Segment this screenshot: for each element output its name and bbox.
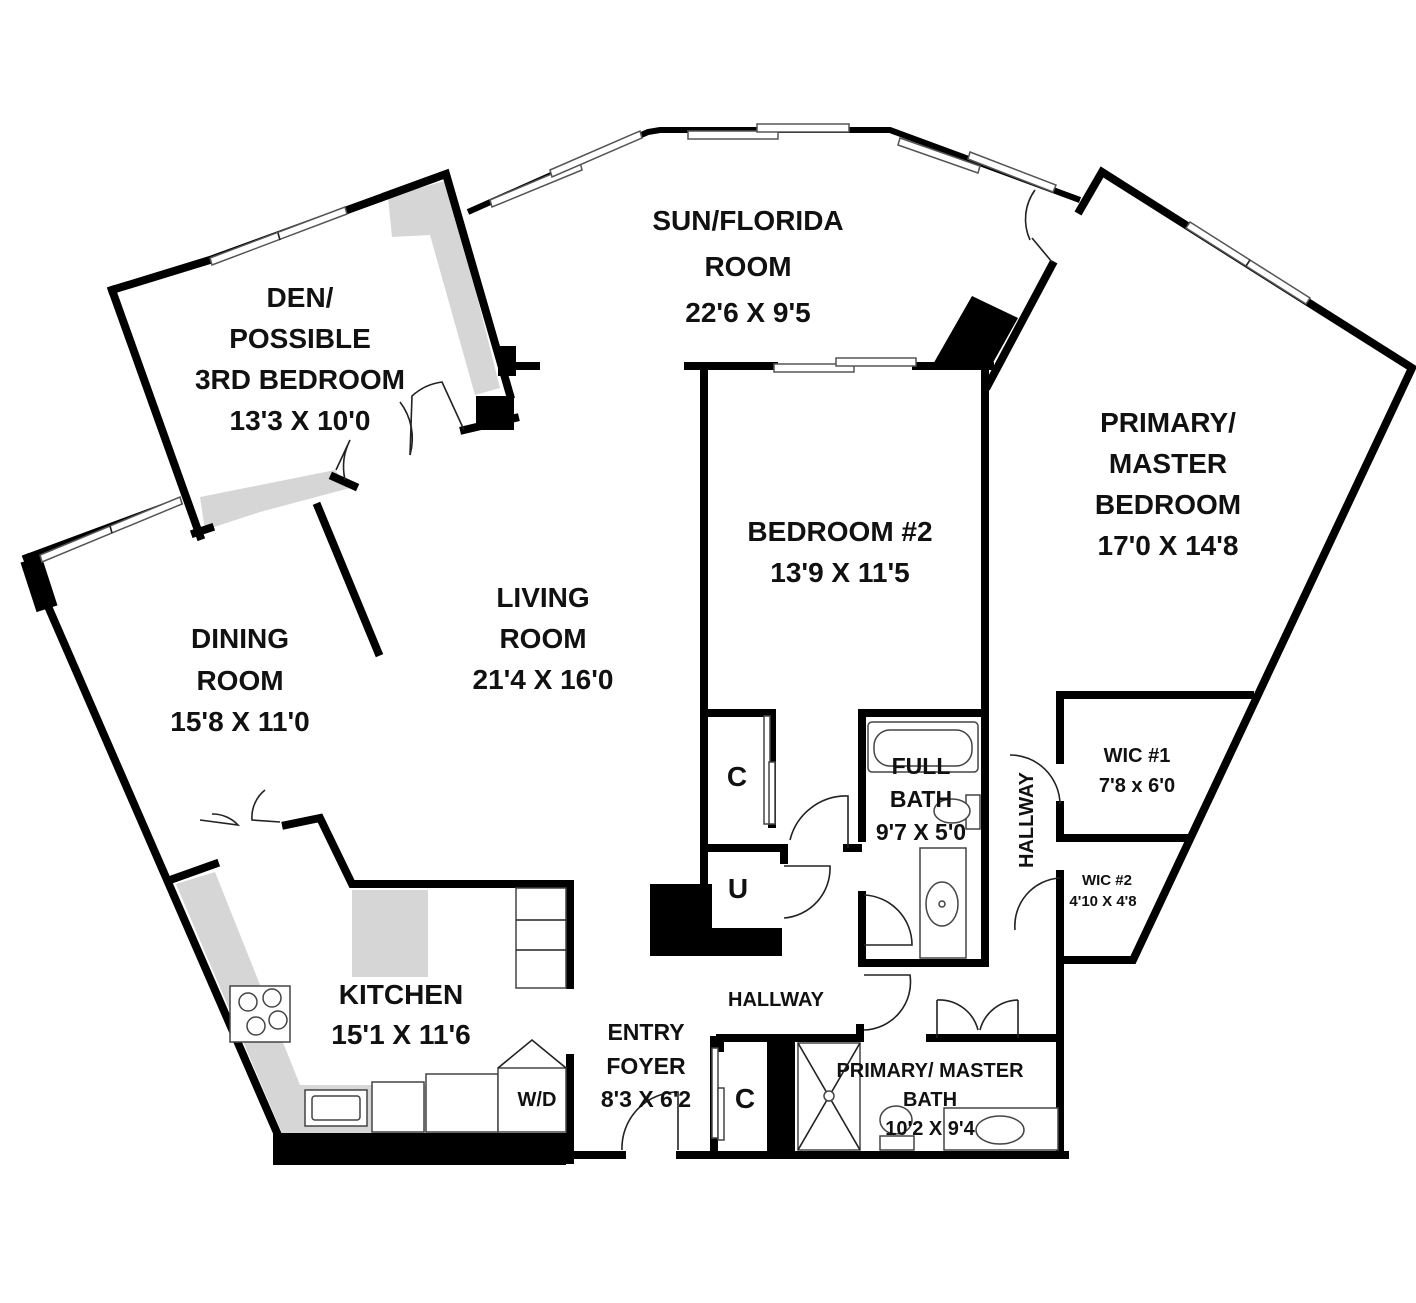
primary-bedroom-name-2: MASTER [1109,448,1227,479]
den-name-1: DEN/ [267,282,334,313]
master-bath-size: 10'2 X 9'4 [885,1118,975,1140]
kitchen-name: KITCHEN [339,979,463,1010]
entry-foyer-size: 8'3 X 6'2 [601,1086,691,1112]
dining-room-name-2: ROOM [196,665,283,696]
master-bath-label: PRIMARY/ MASTER BATH 10'2 X 9'4 [836,1060,1024,1140]
sun-room-name-2: ROOM [704,251,791,282]
entry-foyer-name-2: FOYER [606,1053,686,1079]
dining-room-name-1: DINING [191,623,289,654]
living-room-size: 21'4 X 16'0 [473,664,614,695]
wic-2-size: 4'10 X 4'8 [1069,893,1136,910]
den-name-2: POSSIBLE [229,323,371,354]
kitchen-size: 15'1 X 11'6 [331,1019,470,1050]
kitchen-label: KITCHEN 15'1 X 11'6 [331,979,470,1050]
full-bath-name-2: BATH [890,786,952,812]
entry-closet-label: C [735,1083,755,1114]
primary-bedroom-name-1: PRIMARY/ [1100,407,1236,438]
den-label: DEN/ POSSIBLE 3RD BEDROOM 13'3 X 10'0 [195,282,405,436]
full-bath-size: 9'7 X 5'0 [876,819,966,845]
wic-2-label: WIC #2 4'10 X 4'8 [1069,872,1136,910]
wic-2-name: WIC #2 [1082,872,1132,889]
primary-bedroom-label: PRIMARY/ MASTER BEDROOM 17'0 X 14'8 [1095,407,1241,561]
hallway-horizontal-label: HALLWAY [728,989,825,1011]
washer-dryer-label: W/D [518,1089,557,1111]
room-labels: SUN/FLORIDA ROOM 22'6 X 9'5 DEN/ POSSIBL… [170,205,1241,1140]
counters [176,180,500,1133]
primary-bedroom-size: 17'0 X 14'8 [1098,530,1239,561]
utility-label: U [728,873,748,904]
den-size: 13'3 X 10'0 [230,405,371,436]
wic-1-label: WIC #1 7'8 x 6'0 [1099,745,1175,797]
bedroom-2-closet-label: C [727,761,747,792]
full-bath-name-1: FULL [892,753,951,779]
sun-room-size: 22'6 X 9'5 [685,297,810,328]
sun-room-label: SUN/FLORIDA ROOM 22'6 X 9'5 [652,205,843,328]
living-room-name-2: ROOM [499,623,586,654]
primary-bedroom-name-3: BEDROOM [1095,489,1241,520]
hallway-vertical-label: HALLWAY [1016,771,1038,868]
dining-room-label: DINING ROOM 15'8 X 11'0 [170,623,309,737]
master-bath-name-2: BATH [903,1089,957,1111]
full-bath-label: FULL BATH 9'7 X 5'0 [876,753,966,845]
entry-foyer-name-1: ENTRY [607,1019,684,1045]
dining-room-size: 15'8 X 11'0 [170,706,309,737]
sun-room-name-1: SUN/FLORIDA [652,205,843,236]
bedroom-2-label: BEDROOM #2 13'9 X 11'5 [747,516,932,588]
master-bath-name-1: PRIMARY/ MASTER [836,1060,1024,1082]
living-room-label: LIVING ROOM 21'4 X 16'0 [473,582,614,695]
wic-1-size: 7'8 x 6'0 [1099,775,1175,797]
living-room-name-1: LIVING [496,582,589,613]
wic-1-name: WIC #1 [1104,745,1171,767]
doors [199,189,1061,1151]
fixtures [229,721,1059,1151]
bedroom-2-name: BEDROOM #2 [747,516,932,547]
den-name-3: 3RD BEDROOM [195,364,405,395]
bedroom-2-size: 13'9 X 11'5 [770,557,909,588]
entry-foyer-label: ENTRY FOYER 8'3 X 6'2 [601,1019,691,1112]
windows [39,123,1312,564]
